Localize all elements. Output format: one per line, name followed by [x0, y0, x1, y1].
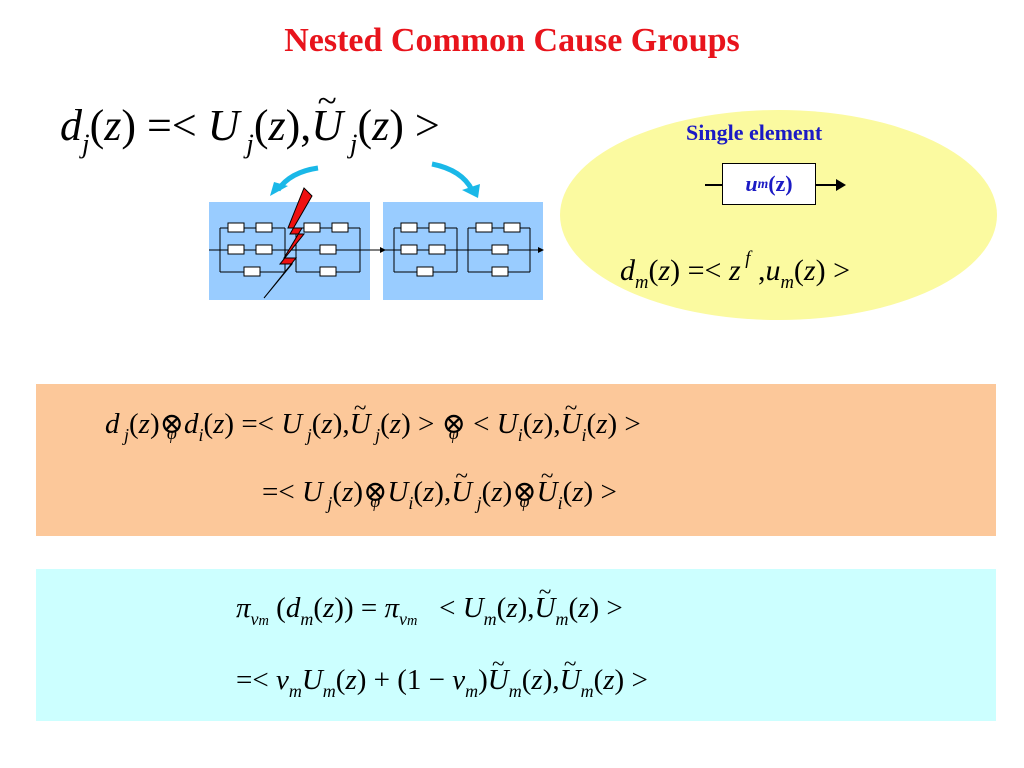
box-u: u [745, 171, 758, 196]
curved-arrow-icon [270, 165, 319, 196]
lightning-bolt-icon [263, 187, 313, 299]
single-element-ellipse [560, 110, 997, 320]
input-line [705, 184, 722, 186]
fault-tree-diagram [209, 161, 544, 300]
equation-dj: dj(z) =< U j(z),U j(z) > [60, 81, 440, 159]
right-arrow-icon [538, 247, 544, 253]
equation-dm: dm(z) =< z f ,um(z) > [620, 248, 851, 294]
box-arg: (z) [768, 171, 793, 196]
equation-projection-line1: πvm (dm(z)) = πvm < Um(z),Um(z) > [236, 579, 623, 630]
curved-arrow-icon [431, 161, 480, 198]
equation-projection-line2: =< vmUm(z) + (1 − vm)Um(z),Um(z) > [236, 651, 648, 702]
output-line [816, 184, 838, 186]
right-arrow-icon [836, 179, 846, 191]
composition-panel [36, 384, 996, 536]
single-element-label: Single element [686, 120, 823, 145]
equation-composition-line2: =< U j(z)⊗φUi(z),U j(z)⊗φUi(z) > [262, 463, 617, 514]
box-sub: m [757, 176, 769, 191]
slide-title: Nested Common Cause Groups [284, 22, 740, 59]
projection-panel [36, 569, 996, 721]
equation-composition-line1: d j(z)⊗φdi(z) =< U j(z),U j(z) > ⊗φ < Ui… [105, 395, 641, 446]
